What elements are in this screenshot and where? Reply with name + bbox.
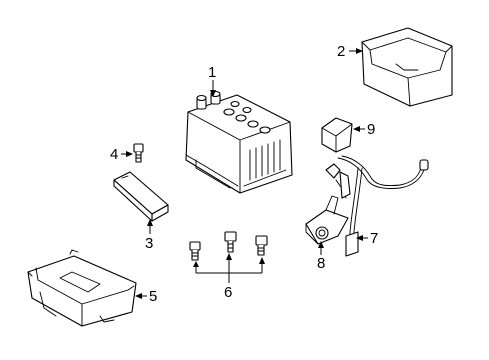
callout-label-8: 8 [317,255,325,272]
bolt-part [133,143,144,163]
battery-cable-part [325,155,429,257]
callout-label-3: 3 [145,235,153,252]
callout-label-6: 6 [224,284,232,301]
callout-8: 8 [317,241,325,272]
callout-label-7: 7 [370,230,378,247]
bolts-set-part [189,231,268,261]
hold-down-clamp-part [113,171,169,222]
callout-5: 5 [135,288,157,305]
battery-tray-part [27,249,137,327]
callout-1: 1 [208,64,216,97]
callout-9: 9 [353,121,375,138]
callout-3: 3 [145,219,153,252]
terminal-cover-part [321,117,353,153]
callout-label-1: 1 [208,64,216,81]
callout-4: 4 [110,146,133,163]
callout-label-9: 9 [367,121,375,138]
callout-label-5: 5 [149,288,157,305]
callout-2: 2 [337,43,363,60]
callout-label-4: 4 [110,146,118,163]
callout-6: 6 [193,253,265,301]
callout-7: 7 [356,230,378,247]
battery-cover-part [361,27,453,107]
callout-label-2: 2 [337,43,345,60]
battery-part [185,90,293,194]
terminal-clamp-part [305,195,349,245]
